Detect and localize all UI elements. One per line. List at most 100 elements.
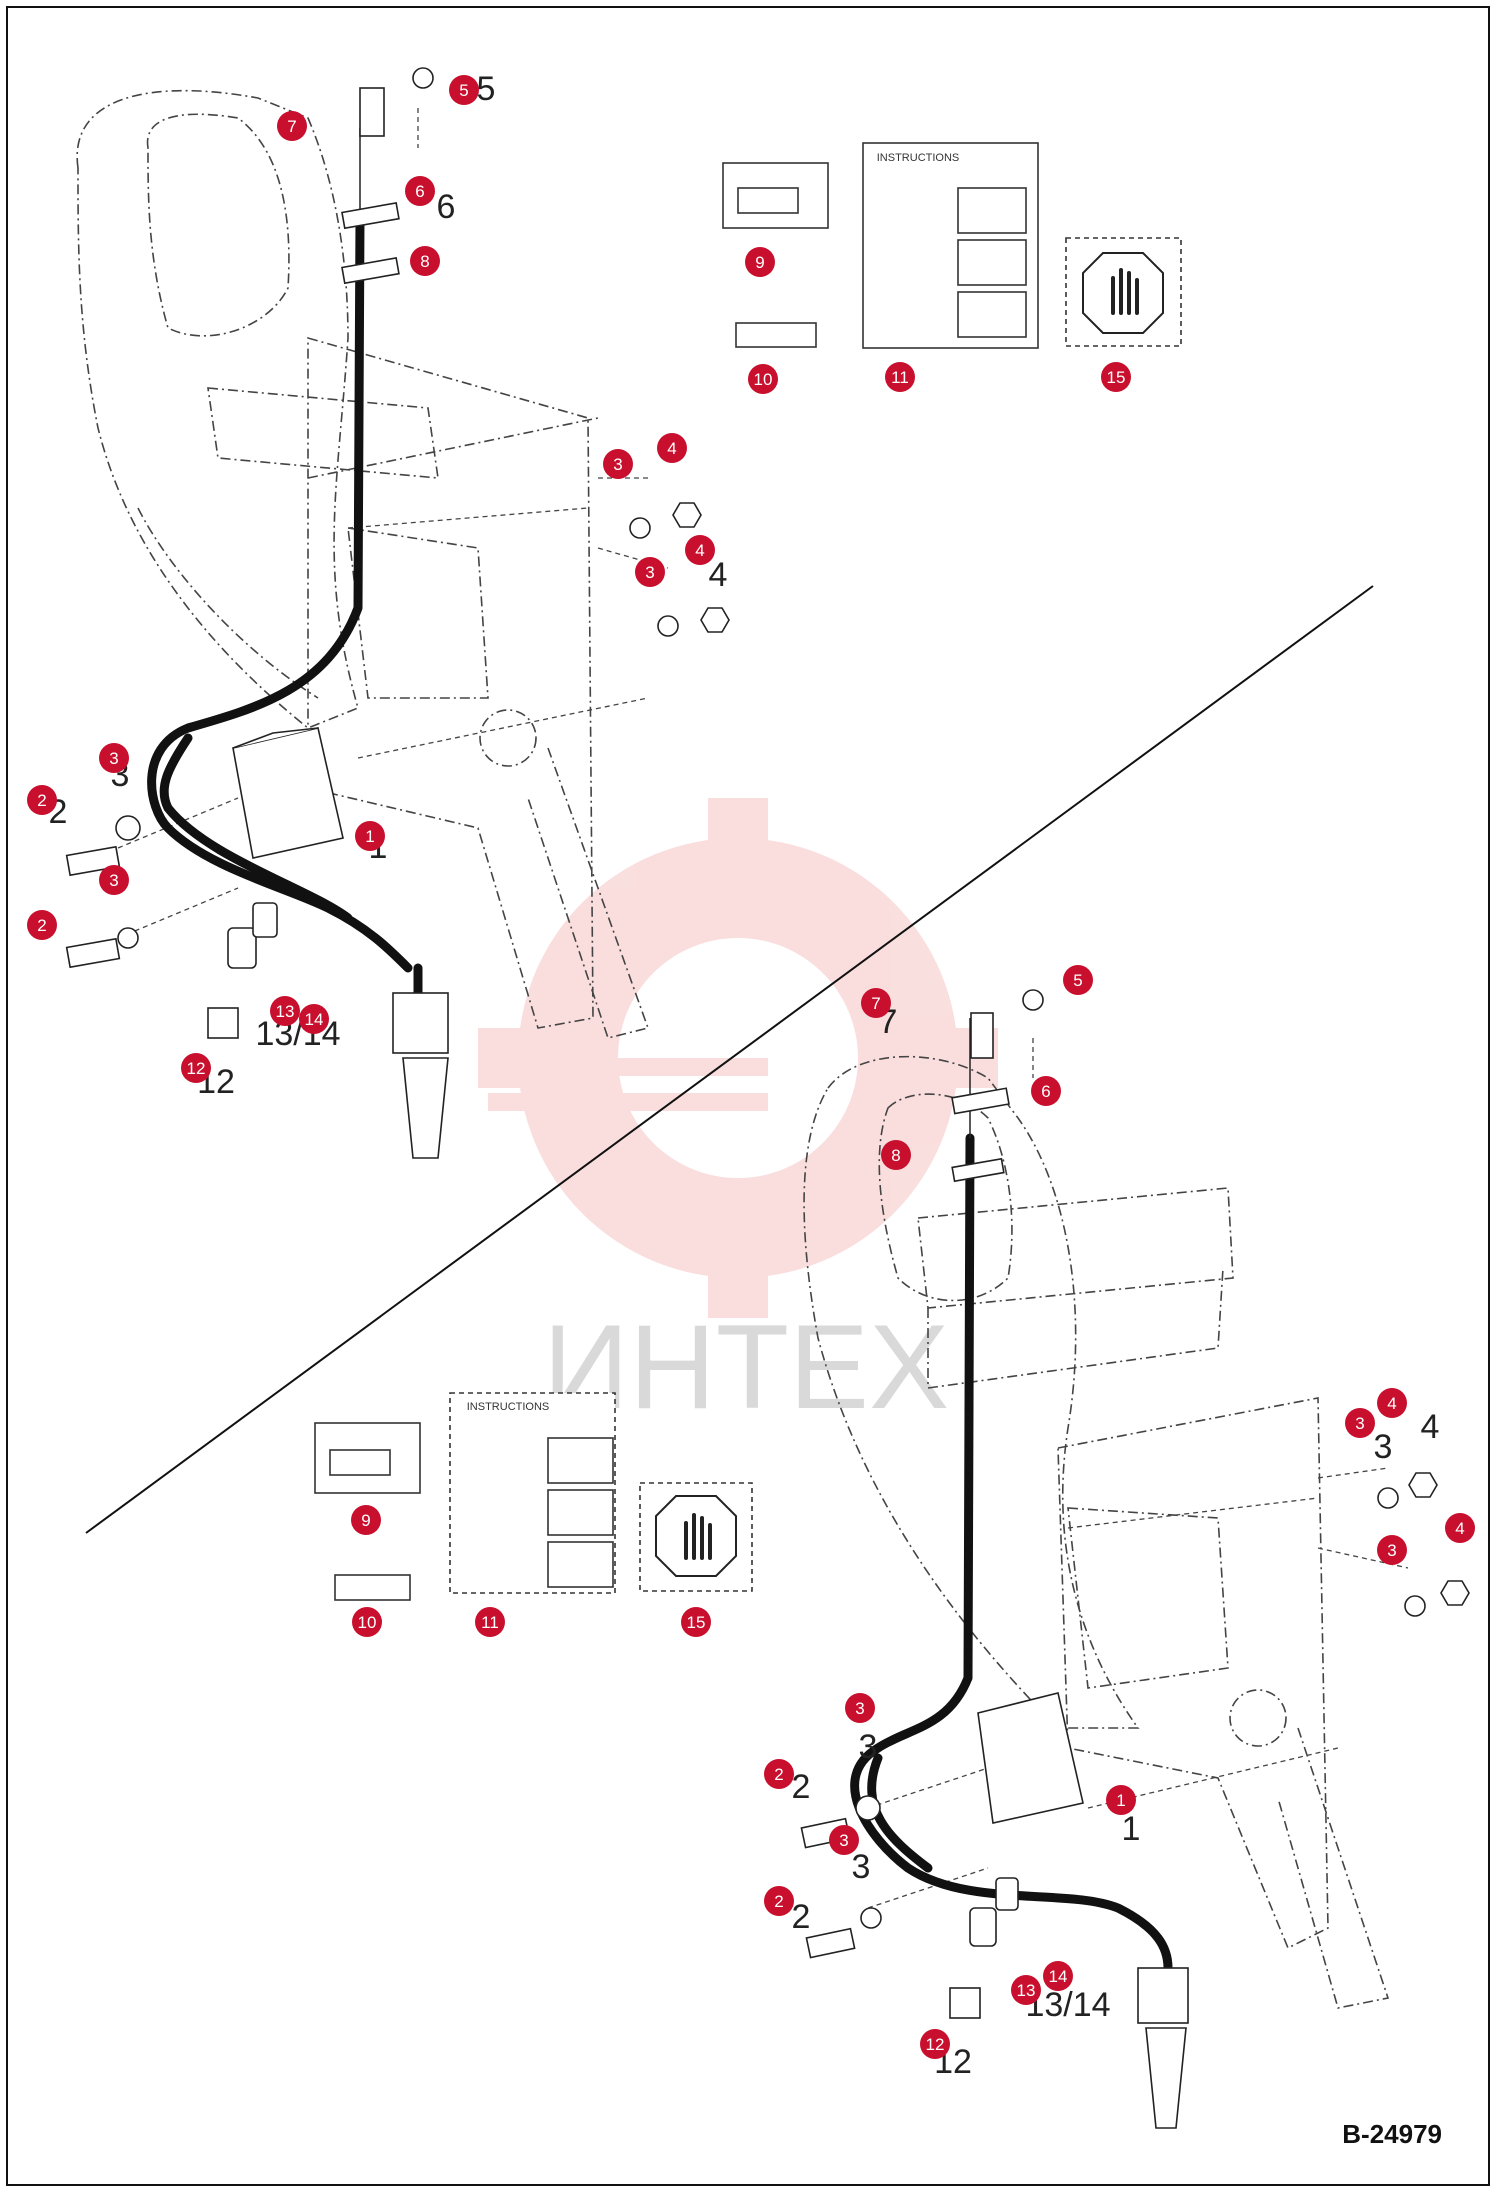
svg-text:8: 8 [891, 1146, 900, 1165]
part-labels: 1 2 3 4 5 6 13/14 12 1 2 3 3 3 4 2 13/14… [49, 70, 1440, 2081]
part-label: 2 [792, 1898, 811, 1936]
svg-text:13: 13 [1017, 1981, 1036, 2000]
callout-11: 11 [475, 1607, 505, 1637]
watermark-gear-logo [478, 798, 998, 1318]
svg-text:12: 12 [187, 1059, 206, 1078]
callout-3: 3 [99, 743, 129, 773]
callout-3: 3 [1345, 1408, 1375, 1438]
decal-group-bottom: INSTRUCTIONS [314, 1392, 753, 1601]
callout-9: 9 [351, 1505, 381, 1535]
callout-14: 14 [299, 1004, 329, 1034]
callout-13: 13 [270, 996, 300, 1026]
svg-text:1: 1 [365, 827, 374, 846]
callout-6: 6 [405, 176, 435, 206]
callout-3: 3 [99, 865, 129, 895]
callout-12: 12 [181, 1053, 211, 1083]
callout-4: 4 [685, 535, 715, 565]
svg-text:1: 1 [1116, 1791, 1125, 1810]
svg-text:9: 9 [755, 253, 764, 272]
callout-12: 12 [920, 2029, 950, 2059]
svg-text:4: 4 [695, 541, 704, 560]
callout-13: 13 [1011, 1975, 1041, 2005]
svg-text:3: 3 [645, 563, 654, 582]
callout-3: 3 [1377, 1535, 1407, 1565]
instructions-label-bottom: INSTRUCTIONS [467, 1401, 550, 1413]
instructions-label-top: INSTRUCTIONS [877, 152, 960, 164]
callout-2: 2 [27, 910, 57, 940]
callout-4: 4 [1377, 1388, 1407, 1418]
callout-10: 10 [352, 1607, 382, 1637]
svg-text:15: 15 [687, 1613, 706, 1632]
svg-text:3: 3 [839, 1831, 848, 1850]
svg-text:3: 3 [1387, 1541, 1396, 1560]
part-label: 4 [1421, 1408, 1440, 1446]
part-label: 1 [1122, 1810, 1141, 1848]
part-label: 6 [437, 188, 456, 226]
svg-text:5: 5 [1073, 971, 1082, 990]
svg-text:14: 14 [305, 1010, 324, 1029]
callout-2: 2 [764, 1886, 794, 1916]
drawing-code: B-24979 [1342, 2119, 1442, 2149]
callout-2: 2 [764, 1759, 794, 1789]
callout-15: 15 [1101, 362, 1131, 392]
svg-text:4: 4 [1455, 1519, 1464, 1538]
callout-1: 1 [1106, 1785, 1136, 1815]
callout-7: 7 [277, 111, 307, 141]
callout-7: 7 [861, 988, 891, 1018]
svg-text:6: 6 [415, 182, 424, 201]
callout-3: 3 [603, 449, 633, 479]
svg-text:4: 4 [1387, 1394, 1396, 1413]
decal-group-top: INSTRUCTIONS [722, 142, 1182, 349]
svg-text:6: 6 [1041, 1082, 1050, 1101]
callout-2: 2 [27, 785, 57, 815]
svg-text:7: 7 [871, 994, 880, 1013]
svg-text:2: 2 [774, 1765, 783, 1784]
callout-4: 4 [657, 433, 687, 463]
svg-text:3: 3 [1355, 1414, 1364, 1433]
svg-text:10: 10 [754, 370, 773, 389]
callout-8: 8 [410, 246, 440, 276]
part-label: 3 [852, 1848, 871, 1886]
svg-text:3: 3 [855, 1699, 864, 1718]
svg-text:13: 13 [276, 1002, 295, 1021]
part-label: 5 [477, 70, 496, 108]
part-label: 3 [859, 1728, 878, 1766]
part-label: 2 [792, 1768, 811, 1806]
callout-8: 8 [881, 1140, 911, 1170]
svg-text:14: 14 [1049, 1967, 1068, 1986]
svg-text:2: 2 [37, 916, 46, 935]
svg-text:7: 7 [287, 117, 296, 136]
callout-3: 3 [829, 1825, 859, 1855]
callout-10: 10 [748, 364, 778, 394]
svg-text:12: 12 [926, 2035, 945, 2054]
callout-5: 5 [449, 75, 479, 105]
svg-text:4: 4 [667, 439, 676, 458]
lower-assembly [800, 989, 1470, 2129]
part-label: 3 [1374, 1428, 1393, 1466]
callout-3: 3 [845, 1693, 875, 1723]
hand-glyph-bottom [684, 1513, 712, 1560]
exploded-view-diagram: ИНТЕХ [27, 67, 1475, 2129]
callouts: 1 2 3 2 3 3 4 3 4 5 6 7 8 9 10 11 15 12 … [27, 75, 1475, 2059]
callout-4: 4 [1445, 1513, 1475, 1543]
svg-text:8: 8 [420, 252, 429, 271]
svg-text:3: 3 [109, 871, 118, 890]
callout-5: 5 [1063, 965, 1093, 995]
svg-text:2: 2 [37, 791, 46, 810]
svg-text:2: 2 [774, 1892, 783, 1911]
callout-3: 3 [635, 557, 665, 587]
callout-9: 9 [745, 247, 775, 277]
upper-assembly [65, 67, 730, 1159]
separator-line [85, 585, 1374, 1534]
svg-text:11: 11 [891, 368, 909, 387]
svg-text:15: 15 [1107, 368, 1126, 387]
callout-6: 6 [1031, 1076, 1061, 1106]
callout-11: 11 [885, 362, 915, 392]
svg-text:5: 5 [459, 81, 468, 100]
callout-15: 15 [681, 1607, 711, 1637]
svg-text:3: 3 [613, 455, 622, 474]
drawing-frame: ИНТЕХ [6, 6, 1490, 2186]
part-label: 4 [709, 556, 728, 594]
svg-text:3: 3 [109, 749, 118, 768]
hand-glyph-top [1111, 268, 1139, 315]
